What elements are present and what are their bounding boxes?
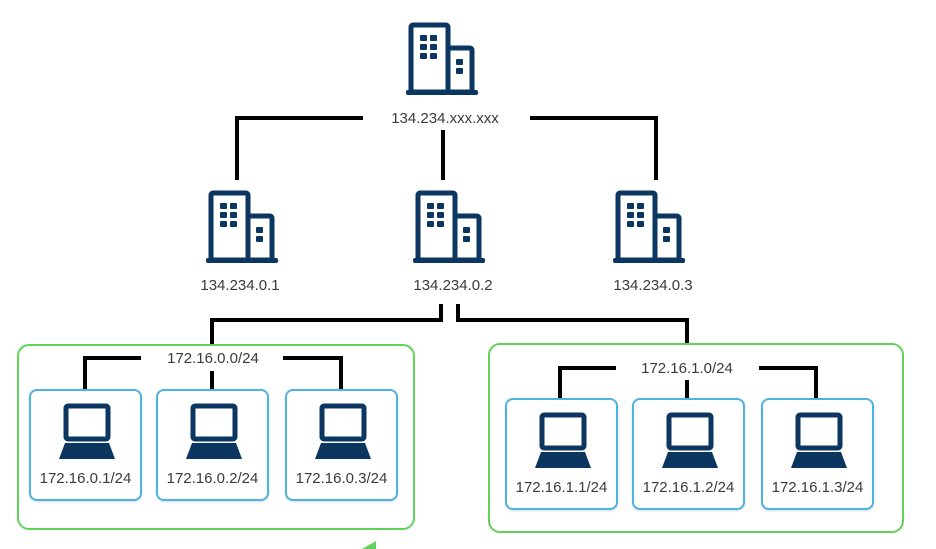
building-icon: [612, 190, 688, 269]
subnet-label: 172.16.1.0/24: [641, 360, 733, 377]
link-subnet1-host1: [83, 356, 141, 390]
laptop-icon: [535, 412, 591, 468]
host-box[interactable]: 172.16.0.2/24: [156, 389, 269, 501]
host-box[interactable]: 172.16.0.3/24: [285, 389, 398, 501]
host-label: 172.16.1.2/24: [642, 479, 735, 496]
link-router2-subnet2: [456, 304, 689, 345]
router-label: 134.234.0.2: [413, 277, 493, 294]
building-icon: [205, 190, 281, 269]
building-icon: [405, 22, 481, 101]
laptop-icon: [662, 412, 718, 468]
router-label: 134.234.0.3: [613, 277, 693, 294]
partial-arrow-marker: [362, 541, 376, 549]
host-label: 172.16.0.1/24: [39, 470, 132, 487]
host-box[interactable]: 172.16.1.3/24: [761, 398, 874, 510]
host-box[interactable]: 172.16.0.1/24: [29, 389, 142, 501]
laptop-icon: [186, 403, 242, 459]
host-label: 172.16.0.3/24: [295, 470, 388, 487]
host-box[interactable]: 172.16.1.1/24: [505, 398, 618, 510]
building-icon: [412, 190, 488, 269]
host-label: 172.16.1.3/24: [771, 479, 864, 496]
laptop-icon: [315, 403, 371, 459]
host-label: 172.16.0.2/24: [166, 470, 259, 487]
host-box[interactable]: 172.16.1.2/24: [632, 398, 745, 510]
link-root-router3: [530, 116, 658, 180]
link-subnet2-host3: [759, 366, 818, 399]
link-subnet2-host1: [558, 366, 616, 399]
host-label: 172.16.1.1/24: [515, 479, 608, 496]
subnet-group: [488, 343, 904, 533]
subnet-group: [17, 344, 415, 530]
router-label: 134.234.0.1: [200, 277, 280, 294]
laptop-icon: [791, 412, 847, 468]
link-root-router1: [235, 116, 363, 180]
link-subnet1-host3: [283, 356, 343, 389]
subnet-label: 172.16.0.0/24: [167, 350, 259, 367]
root-network-label: 134.234.xxx.xxx: [391, 110, 499, 127]
link-router2-subnet1: [210, 304, 443, 345]
laptop-icon: [59, 403, 115, 459]
